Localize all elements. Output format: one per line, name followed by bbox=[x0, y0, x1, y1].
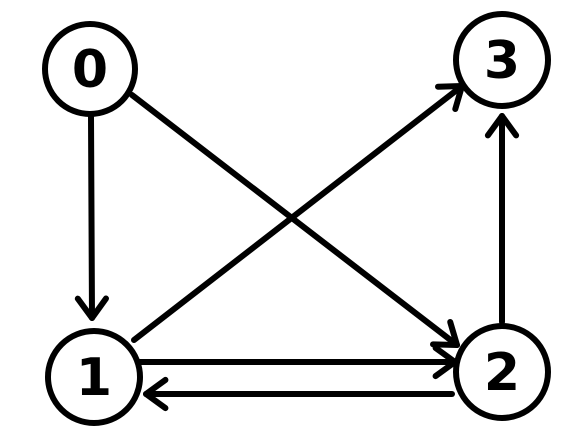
edge-1-to-2 bbox=[137, 344, 458, 380]
edge-2-to-1 bbox=[143, 376, 455, 412]
edge-0-to-2 bbox=[129, 92, 460, 348]
edges-layer bbox=[74, 83, 520, 412]
edge-2-to-3-arrowhead bbox=[484, 113, 520, 139]
edge-1-to-3 bbox=[131, 83, 465, 343]
node-3: 3 bbox=[453, 11, 551, 109]
edge-0-to-2-arrowhead bbox=[430, 318, 460, 348]
node-0-label: 0 bbox=[72, 40, 108, 100]
node-3-label: 3 bbox=[484, 31, 520, 91]
node-0-circle bbox=[42, 21, 138, 117]
edge-0-to-1-arrowhead bbox=[74, 295, 110, 321]
nodes-layer: 0 1 2 3 bbox=[42, 11, 551, 426]
node-0: 0 bbox=[42, 21, 138, 117]
node-2: 2 bbox=[453, 323, 551, 421]
node-1: 1 bbox=[45, 328, 143, 426]
edge-2-to-3 bbox=[484, 113, 520, 325]
edge-1-to-3-line bbox=[131, 83, 465, 343]
node-2-circle bbox=[453, 323, 551, 421]
node-1-label: 1 bbox=[76, 348, 112, 408]
edge-0-to-1-line bbox=[88, 114, 95, 321]
node-3-circle bbox=[453, 11, 551, 109]
edge-0-to-1 bbox=[74, 114, 110, 321]
node-2-label: 2 bbox=[484, 343, 520, 403]
edge-2-to-1-arrowhead bbox=[143, 376, 169, 412]
edge-0-to-2-line bbox=[129, 92, 460, 348]
node-1-circle bbox=[45, 328, 143, 426]
